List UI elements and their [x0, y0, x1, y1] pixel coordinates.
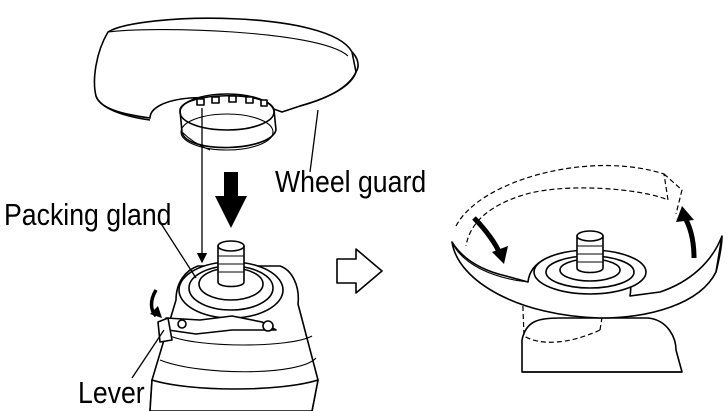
grinder-head-left [149, 240, 319, 411]
lever-leader [131, 329, 165, 379]
wheel-guard-label: Wheel guard [275, 164, 427, 199]
wheel-guard-leader [309, 109, 319, 173]
packing-gland-label: Packing gland [4, 197, 172, 232]
lever-label: Lever [78, 375, 145, 410]
wheel-guard-detached [93, 17, 359, 151]
insert-down-arrow [215, 172, 247, 228]
guard-rotate-arrows [472, 206, 697, 264]
wheel-guard-installed [451, 230, 723, 319]
packing-gland-leader [159, 221, 197, 279]
grinder-head-right [521, 317, 683, 373]
step-arrow-icon [336, 248, 383, 294]
lever-rotate-arrowhead [150, 306, 162, 318]
